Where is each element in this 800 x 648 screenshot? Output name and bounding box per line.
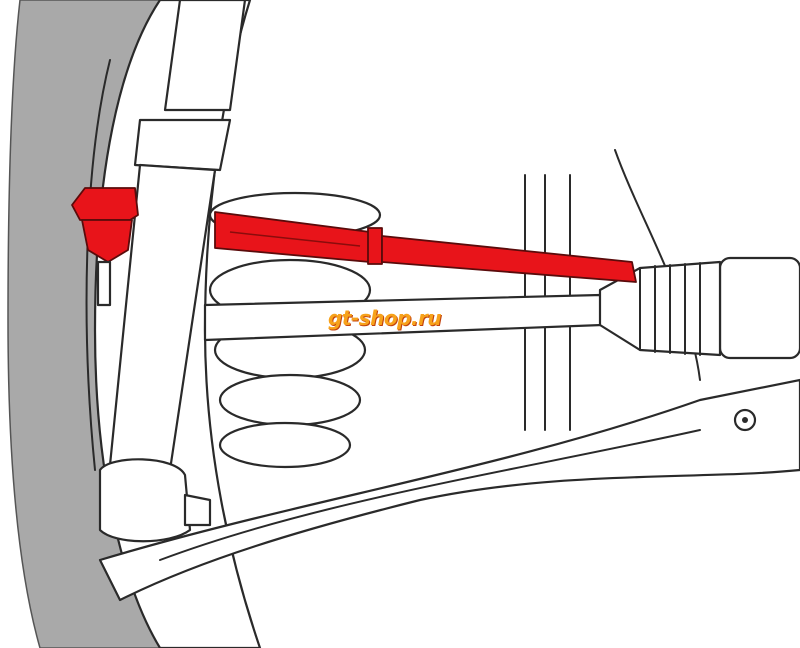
cv-boot — [598, 256, 800, 360]
lower-control-arm — [98, 378, 800, 602]
arm-edge — [159, 429, 701, 561]
red-control-arm — [214, 211, 637, 283]
stud — [96, 260, 112, 307]
arm-bolt-center — [742, 417, 748, 423]
shock-absorber — [98, 0, 247, 543]
watermark-logo: gt-shop.ru — [328, 306, 442, 330]
red-ball-joint — [71, 187, 139, 263]
